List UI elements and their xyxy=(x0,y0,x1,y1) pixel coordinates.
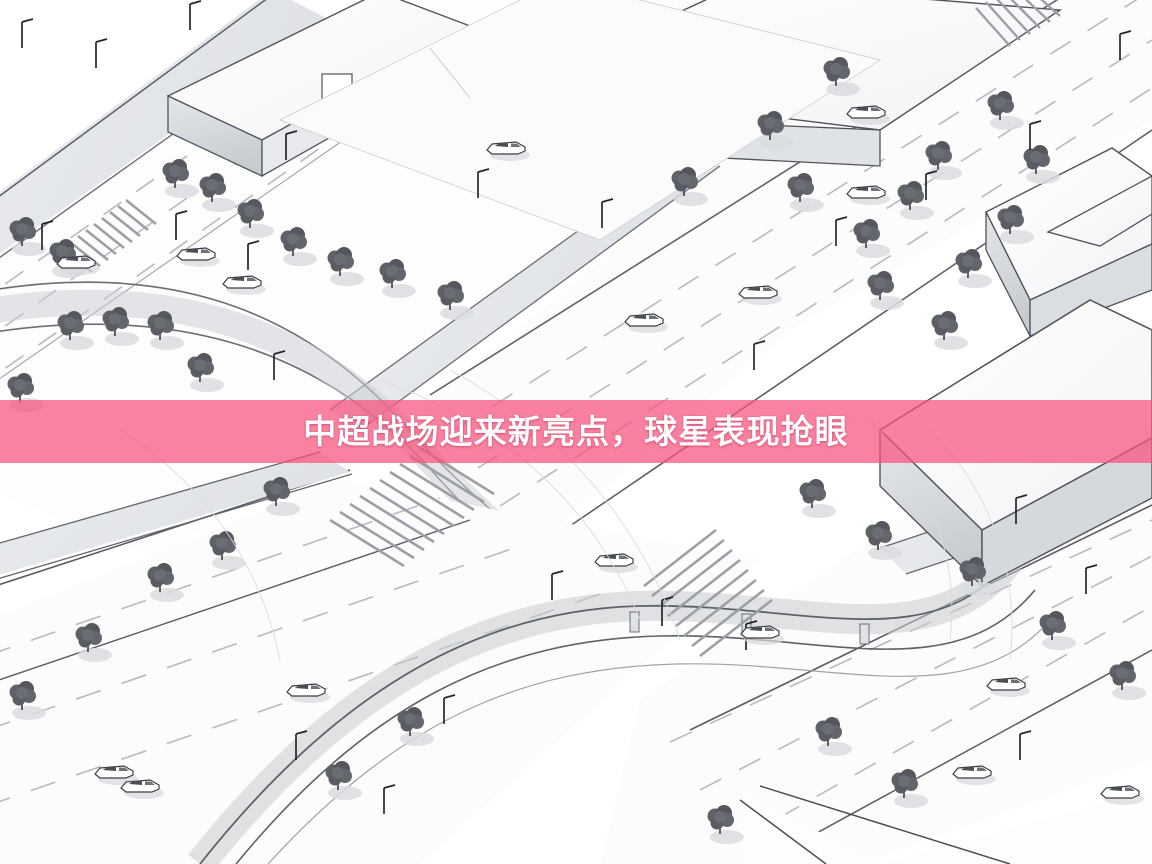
crosswalk-upper-right xyxy=(975,0,1061,47)
crosswalk-right-center xyxy=(643,528,773,658)
crosswalk-lower-center xyxy=(329,446,495,568)
road-lower-left xyxy=(0,451,760,864)
plaza-upper xyxy=(278,0,882,241)
headline-banner[interactable]: 中超战场迎来新亮点，球星表现抢眼 xyxy=(0,400,1152,463)
headline-title: 中超战场迎来新亮点，球星表现抢眼 xyxy=(303,412,849,451)
parcel-lower-right xyxy=(739,785,1152,864)
building-right-small xyxy=(1046,175,1152,247)
